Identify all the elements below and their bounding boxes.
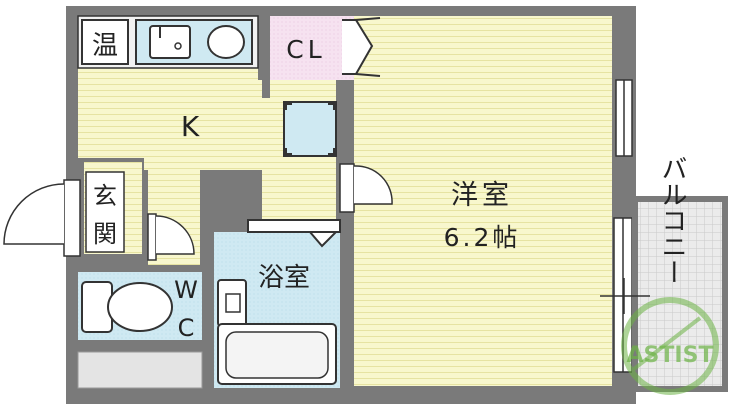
water-heater-label: 温 [92,31,118,61]
closet-label: CL [286,35,325,64]
bathtub-inner [225,331,329,379]
closet-door-icon [342,19,374,75]
toilet-label-w: W [174,276,198,304]
bathroom-label: 浴室 [258,263,310,293]
closet [270,16,354,80]
storage-unit [283,101,337,157]
bathroom-door-icon [307,231,339,248]
closet-wall [262,16,270,98]
drain-icon [174,42,182,50]
stove-icon [207,25,245,59]
water-heater [81,19,129,65]
kitchen-label: K [181,110,200,143]
toilet-label-c: C [178,314,195,342]
washbasin-bowl [225,293,241,313]
room-door-frame [339,163,355,213]
toilet-door-frame [147,213,157,261]
western-room [354,16,612,386]
room-door-swing-icon [353,165,393,205]
watermark-logo [621,297,719,395]
watermark-text: ASTIST [627,343,714,368]
entrance-label-bottom: 関 [93,220,117,248]
balcony-label: バルコニー [657,155,687,285]
entrance-door-swing-icon [3,183,65,245]
washbasin-icon [217,279,247,327]
western-room-name: 洋室 [451,180,513,211]
entrance-step [85,171,125,253]
sink-icon [149,25,191,59]
bathroom-door-frame [247,219,341,233]
entrance-door-frame [63,179,81,257]
western-room-size: 6.2帖 [444,223,521,252]
closet-door-panels [355,17,381,77]
entrance-label-top: 玄 [93,182,117,210]
storage-strip [77,351,203,389]
toilet-bowl-icon [107,282,173,332]
toilet-door-swing-icon [155,215,195,255]
